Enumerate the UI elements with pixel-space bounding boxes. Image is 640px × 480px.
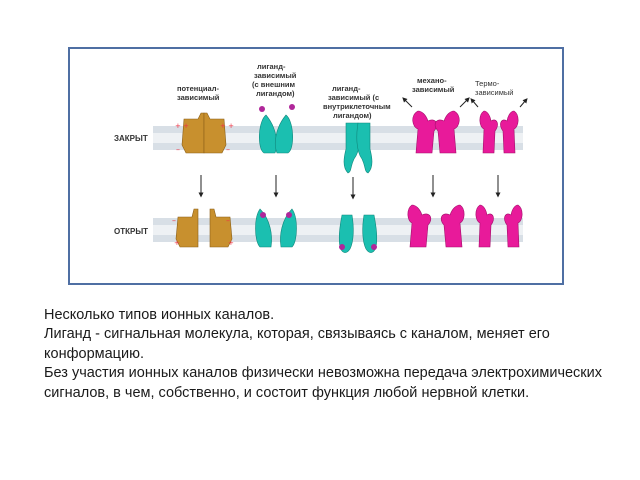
svg-text:–: – [172, 216, 176, 225]
row-label-closed: ЗАКРЫТ [114, 134, 148, 143]
mechano-channel-open [407, 204, 465, 248]
ion-channels-diagram: ЗАКРЫТ ОТКРЫТ потенциал- зависимый лиган… [114, 62, 528, 253]
svg-text:+: + [174, 239, 180, 247]
transition-arrows [198, 175, 501, 200]
svg-text:Термо-: Термо- [475, 79, 500, 88]
svg-text:зависимый: зависимый [412, 85, 455, 94]
label-ligand-internal: лиганд- зависимый (с внутриклеточным лиг… [323, 84, 391, 120]
label-voltage: потенциал- зависимый [177, 84, 220, 102]
label-ligand-external: лиганд- зависимый (с внешним лигандом) [252, 62, 297, 98]
svg-text:зависимый: зависимый [475, 88, 513, 97]
svg-text:лигандом): лигандом) [256, 89, 295, 98]
mechano-channel-closed [402, 97, 470, 154]
ligand-internal-channel-closed [343, 122, 373, 174]
label-thermo: Термо- зависимый [475, 79, 513, 97]
svg-text:–: – [226, 216, 230, 225]
svg-text:потенциал-: потенциал- [177, 84, 219, 93]
svg-text:+: + [228, 239, 234, 247]
row-label-open: ОТКРЫТ [114, 227, 148, 236]
svg-text:зависимый (с: зависимый (с [328, 93, 379, 102]
ion-channels-figure: ЗАКРЫТ ОТКРЫТ потенциал- зависимый лиган… [68, 47, 564, 285]
membrane-open [153, 218, 523, 242]
svg-text:лигандом): лигандом) [333, 111, 372, 120]
ligand-internal-channel-open [338, 214, 378, 253]
caption-line-3: Без участия ионных каналов физически нев… [44, 365, 603, 401]
svg-text:зависимый: зависимый [254, 71, 297, 80]
svg-text:+ +: + + [175, 122, 189, 130]
svg-text:–: – [176, 145, 180, 154]
svg-text:внутриклеточным: внутриклеточным [323, 102, 391, 111]
svg-text:–: – [226, 145, 230, 154]
svg-text:(с внешним: (с внешним [252, 80, 295, 89]
ligand-external-channel-closed [259, 104, 295, 154]
membrane-closed [153, 126, 523, 150]
caption: Несколько типов ионных каналов. Лиганд -… [44, 306, 604, 403]
thermo-channel-closed [470, 98, 528, 154]
svg-text:+ +: + + [220, 122, 234, 130]
thermo-channel-open [475, 204, 523, 248]
svg-text:механо-: механо- [417, 76, 447, 85]
caption-line-2: Лиганд - сигнальная молекула, которая, с… [44, 326, 550, 362]
svg-text:зависимый: зависимый [177, 93, 220, 102]
voltage-channel-closed: + + + + – – [175, 112, 234, 154]
svg-text:лиганд-: лиганд- [332, 84, 361, 93]
svg-text:лиганд-: лиганд- [257, 62, 286, 71]
caption-line-1: Несколько типов ионных каналов. [44, 307, 275, 323]
label-mechano: механо- зависимый [412, 76, 455, 94]
voltage-channel-open: – – + + [172, 208, 234, 248]
ligand-external-channel-open [255, 208, 297, 248]
